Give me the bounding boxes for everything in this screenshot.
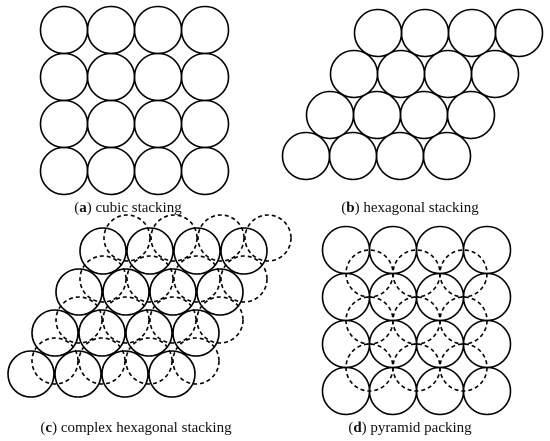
circle-b-r0-c0 [353, 8, 403, 58]
dashed-circle-c-r0-c3 [244, 214, 292, 262]
caption-a: (a) cubic stacking [74, 200, 182, 216]
circle-d-r0-c3 [462, 225, 512, 275]
circle-a-r0-c1 [86, 5, 136, 55]
dashed-circle-c-r1-c2 [173, 255, 221, 303]
circle-a-r3-c3 [180, 146, 230, 196]
circle-b-r3-c1 [328, 131, 378, 181]
circle-a-r0-c3 [180, 5, 230, 55]
circle-d-r2-c2 [415, 319, 465, 369]
circle-b-r3-c0 [281, 131, 331, 181]
circle-c-r1-c3 [196, 268, 244, 316]
circle-b-r3-c3 [422, 131, 472, 181]
circle-a-r2-c3 [180, 99, 230, 149]
circle-b-r0-c3 [494, 8, 544, 58]
circle-a-r0-c0 [39, 5, 89, 55]
circle-d-r0-c1 [368, 225, 418, 275]
caption-b: (b) hexagonal stacking [341, 200, 479, 216]
circle-c-r2-c0 [31, 309, 79, 357]
circle-d-r1-c1 [368, 272, 418, 322]
circle-c-r0-c2 [173, 227, 221, 275]
dashed-circle-d-r0-c1 [392, 249, 441, 298]
circle-b-r1-c2 [423, 49, 473, 99]
circle-b-r3-c2 [375, 131, 425, 181]
dashed-circle-c-r3-c1 [78, 337, 126, 385]
circle-b-r2-c2 [399, 90, 449, 140]
circle-a-r1-c1 [86, 52, 136, 102]
circle-b-r1-c1 [376, 49, 426, 99]
dashed-circle-c-r2-c0 [55, 296, 103, 344]
dashed-circle-d-r1-c1 [392, 296, 441, 345]
circle-b-r0-c1 [400, 8, 450, 58]
circle-c-r2-c2 [125, 309, 173, 357]
dashed-circle-c-r2-c2 [149, 296, 197, 344]
dashed-circle-c-r3-c3 [172, 337, 220, 385]
dashed-circle-c-r2-c1 [102, 296, 150, 344]
dashed-circle-c-r0-c2 [197, 214, 245, 262]
dashed-circle-c-r0-c0 [103, 214, 151, 262]
circle-d-r2-c3 [462, 319, 512, 369]
caption-d: (d) pyramid packing [348, 420, 472, 436]
circle-a-r2-c0 [39, 99, 89, 149]
circle-b-r0-c2 [447, 8, 497, 58]
caption-c: (c) complex hexagonal stacking [40, 420, 232, 436]
circle-c-r1-c2 [149, 268, 197, 316]
circle-c-r2-c3 [172, 309, 220, 357]
dashed-circle-c-r3-c0 [31, 337, 79, 385]
panel-b-hexagonal-stacking [281, 8, 544, 181]
circle-b-r1-c3 [470, 49, 520, 99]
dashed-circle-c-r1-c3 [220, 255, 268, 303]
circle-d-r3-c1 [368, 366, 418, 416]
circle-b-r2-c0 [305, 90, 355, 140]
dashed-circle-d-r2-c0 [345, 343, 394, 392]
dashed-circle-d-r1-c0 [345, 296, 394, 345]
circle-c-r1-c1 [102, 268, 150, 316]
dashed-circle-d-r0-c0 [345, 249, 394, 298]
dashed-circle-c-r1-c1 [126, 255, 174, 303]
circle-d-r1-c2 [415, 272, 465, 322]
circle-b-r1-c0 [329, 49, 379, 99]
circle-d-r1-c3 [462, 272, 512, 322]
circle-a-r1-c0 [39, 52, 89, 102]
panel-d-pyramid-packing [321, 225, 512, 416]
circle-a-r3-c0 [39, 146, 89, 196]
circle-c-r0-c3 [220, 227, 268, 275]
dashed-circle-c-r3-c2 [125, 337, 173, 385]
dashed-circle-c-r1-c0 [79, 255, 127, 303]
circle-d-r0-c2 [415, 225, 465, 275]
circle-a-r1-c2 [133, 52, 183, 102]
dashed-circle-d-r1-c2 [439, 296, 488, 345]
circle-a-r2-c2 [133, 99, 183, 149]
circle-c-r3-c1 [54, 350, 102, 398]
panel-c-complex-hexagonal-stacking [7, 214, 292, 398]
panel-a-cubic-stacking [39, 5, 230, 196]
circle-a-r2-c1 [86, 99, 136, 149]
dashed-circle-c-r2-c3 [196, 296, 244, 344]
circle-b-r2-c1 [352, 90, 402, 140]
circle-c-r3-c3 [148, 350, 196, 398]
dashed-circle-d-r0-c2 [439, 249, 488, 298]
circle-c-r3-c0 [7, 350, 55, 398]
circle-d-r2-c1 [368, 319, 418, 369]
circle-d-r3-c2 [415, 366, 465, 416]
circle-a-r3-c2 [133, 146, 183, 196]
circle-a-r0-c2 [133, 5, 183, 55]
dashed-circle-c-r0-c1 [150, 214, 198, 262]
circle-c-r2-c1 [78, 309, 126, 357]
circle-d-r3-c3 [462, 366, 512, 416]
dashed-circle-d-r2-c2 [439, 343, 488, 392]
circle-d-r0-c0 [321, 225, 371, 275]
circle-c-r0-c0 [79, 227, 127, 275]
circle-d-r1-c0 [321, 272, 371, 322]
circle-a-r3-c1 [86, 146, 136, 196]
circle-a-r1-c3 [180, 52, 230, 102]
circle-b-r2-c3 [446, 90, 496, 140]
circle-c-r0-c1 [126, 227, 174, 275]
circle-c-r1-c0 [55, 268, 103, 316]
circle-d-r3-c0 [321, 366, 371, 416]
circle-c-r3-c2 [101, 350, 149, 398]
circle-d-r2-c0 [321, 319, 371, 369]
dashed-circle-d-r2-c1 [392, 343, 441, 392]
